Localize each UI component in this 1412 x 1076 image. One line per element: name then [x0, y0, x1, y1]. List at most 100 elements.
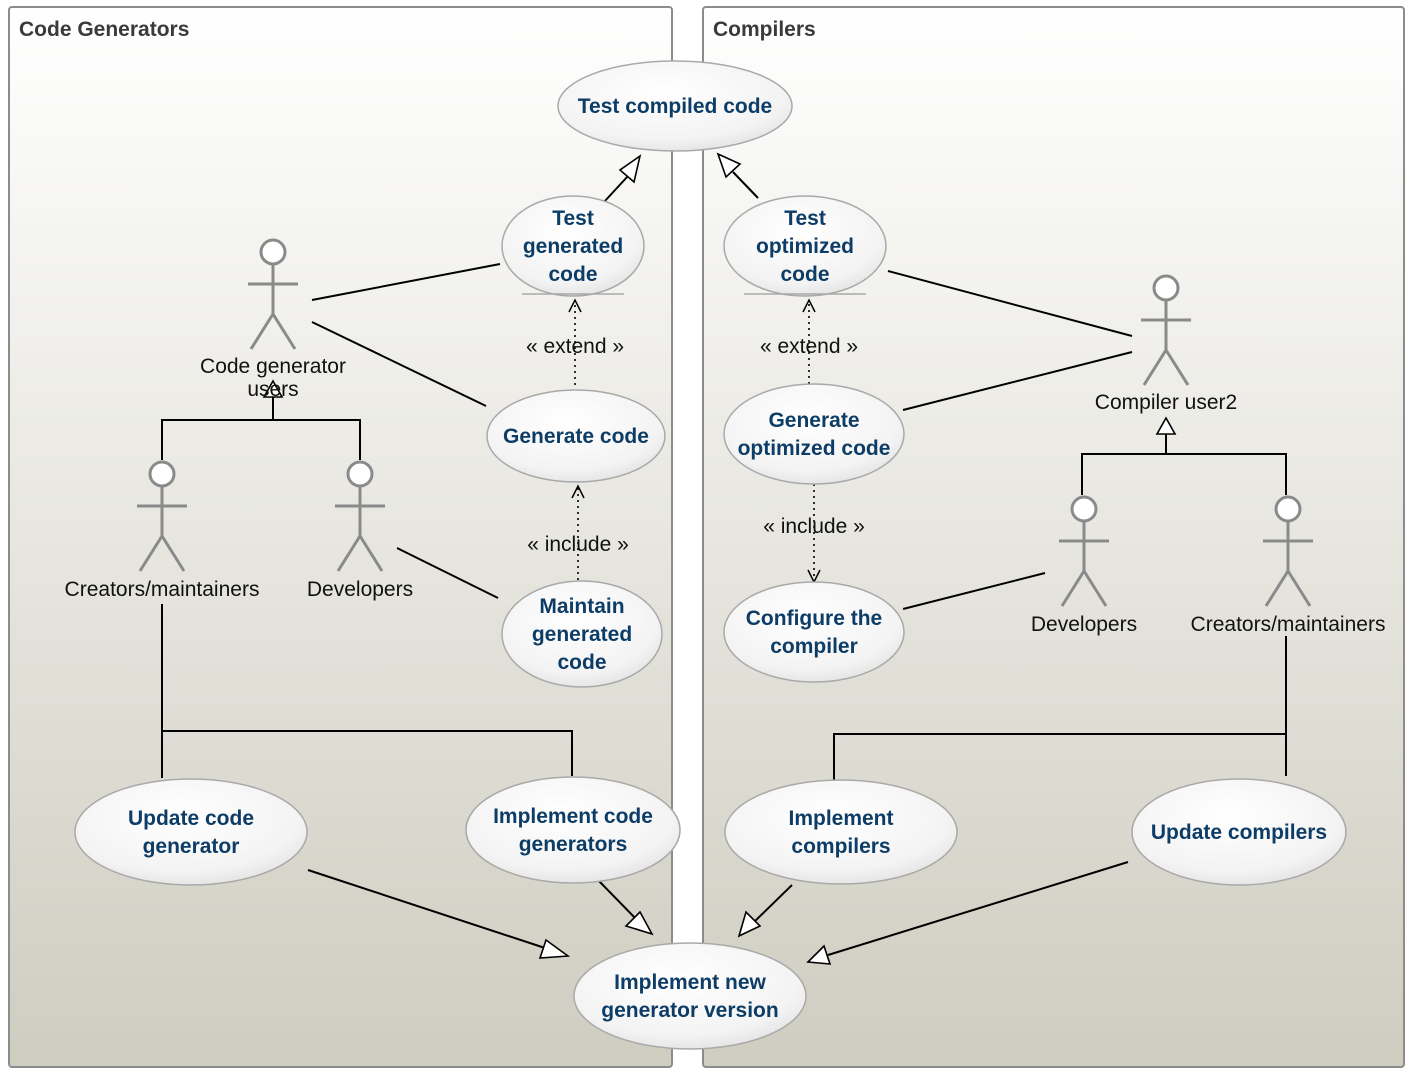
actor-name: Code generator [200, 355, 346, 378]
use-case-label-line: Implement code [493, 805, 653, 828]
generalization-arrowhead [618, 154, 642, 184]
use-case-ellipse [723, 195, 887, 297]
actor-name: Compiler user2 [1095, 391, 1237, 414]
actor-name: Creators/maintainers [65, 578, 260, 601]
use-case-label-line: Maintain [539, 595, 624, 618]
actor-stick-figure-icon [1059, 495, 1109, 607]
use-case-ellipse [724, 779, 958, 885]
use-case-label-line: compiler [770, 635, 858, 658]
use-case-configure-the-compiler[interactable]: Configure the compiler [723, 581, 905, 683]
actor-stick-figure-icon [248, 238, 298, 350]
generalization-line [307, 869, 549, 950]
generalization-arrowhead [737, 910, 762, 938]
use-case-ellipse [74, 778, 308, 886]
generalization-arrowhead [716, 152, 742, 179]
use-case-test-optimized-code[interactable]: Test optimized code [723, 195, 887, 297]
use-case-generate-code[interactable]: Generate code [486, 389, 666, 483]
actor-compiler-user2[interactable]: Compiler user2 [1095, 274, 1237, 414]
actor-cg-creators-maintainers[interactable]: Creators/maintainers [65, 460, 260, 601]
use-case-update-code-generator[interactable]: Update code generator [74, 778, 308, 886]
association-line [902, 351, 1133, 411]
use-case-label-line: Test [784, 207, 826, 230]
extend-label: « extend » [760, 335, 858, 358]
use-case-ellipse [501, 195, 645, 297]
extend-label: « extend » [526, 335, 624, 358]
use-case-label-line: Generate code [503, 425, 649, 448]
include-label: « include » [527, 533, 629, 556]
association-line [833, 733, 1286, 780]
dependency-arrowhead [568, 298, 582, 313]
actor-stick-figure-icon [335, 460, 385, 572]
use-case-maintain-generated-code[interactable]: Maintain generated code [501, 580, 663, 688]
use-case-ellipse [573, 942, 807, 1050]
use-case-label-line: Test compiled code [578, 95, 773, 118]
generalization-line [597, 879, 638, 921]
actor-stick-figure-icon [137, 460, 187, 572]
use-case-ellipse [557, 60, 793, 152]
use-case-label-line: optimized [756, 235, 854, 258]
actor-name: users [247, 378, 298, 401]
generalization-line [1081, 453, 1287, 495]
use-case-label-line: Generate [768, 409, 859, 432]
use-case-label-line: generated [532, 623, 632, 646]
actor-name: Developers [1031, 613, 1137, 636]
nodes: Test compiled codeTestgeneratedcodeGener… [65, 60, 1386, 1050]
use-case-label-line: Implement new [614, 971, 766, 994]
actor-name: Creators/maintainers [1191, 613, 1386, 636]
include-label: « include » [763, 515, 865, 538]
association-line [162, 730, 573, 776]
dependency-arrowhead [571, 484, 585, 499]
use-case-ellipse [723, 581, 905, 683]
use-case-ellipse [501, 580, 663, 688]
use-case-label-line: Update code [128, 807, 254, 830]
use-case-implement-code-generators[interactable]: Implement code generators [465, 776, 681, 884]
actor-stick-figure-icon [1141, 274, 1191, 386]
package-title: Compilers [713, 18, 816, 41]
use-case-generate-optimized-code[interactable]: Generate optimized code [723, 383, 905, 485]
association-line [887, 270, 1133, 337]
use-case-label-line: optimized code [738, 437, 891, 460]
actor-comp-creators-maintainers[interactable]: Creators/maintainers [1191, 495, 1386, 636]
use-case-label-line: code [548, 263, 597, 286]
generalization-line [827, 861, 1129, 956]
dependency-arrowhead [802, 298, 816, 313]
actor-cg-developers[interactable]: Developers [307, 460, 413, 601]
use-case-label-line: generators [519, 833, 628, 856]
use-case-label-line: Configure the [746, 607, 883, 630]
use-case-label-line: generator version [601, 999, 778, 1022]
use-case-label-line: generator [143, 835, 240, 858]
generalization-line [161, 419, 361, 460]
generalization-line [603, 175, 629, 203]
use-case-ellipse [486, 389, 666, 483]
association-line [902, 572, 1046, 610]
generalization-arrowhead [1155, 416, 1177, 435]
association-line [311, 263, 501, 301]
use-case-label-line: code [557, 651, 606, 674]
actor-stick-figure-icon [1263, 495, 1313, 607]
association-line [396, 547, 499, 599]
use-case-update-compilers[interactable]: Update compilers [1131, 778, 1347, 886]
generalization-arrowhead [538, 938, 571, 959]
generalization-arrowhead [806, 944, 832, 965]
generalization-arrowhead [624, 910, 654, 936]
connectors: « extend » « include » « extend » « incl… [161, 152, 1287, 965]
association-line [311, 321, 487, 407]
use-case-label-line: code [780, 263, 829, 286]
use-case-implement-new-generator-version[interactable]: Implement new generator version [573, 942, 807, 1050]
use-case-label-line: Update compilers [1151, 821, 1327, 844]
use-case-ellipse [723, 383, 905, 485]
actor-comp-developers[interactable]: Developers [1031, 495, 1137, 636]
generalization-arrowhead [262, 379, 284, 398]
package-title: Code Generators [19, 18, 189, 41]
use-case-test-compiled-code[interactable]: Test compiled code [557, 60, 793, 152]
use-case-label-line: generated [523, 235, 623, 258]
generalization-line [753, 884, 793, 923]
use-case-ellipse [1131, 778, 1347, 886]
use-case-ellipse [465, 776, 681, 884]
use-case-label-line: Implement [788, 807, 893, 830]
